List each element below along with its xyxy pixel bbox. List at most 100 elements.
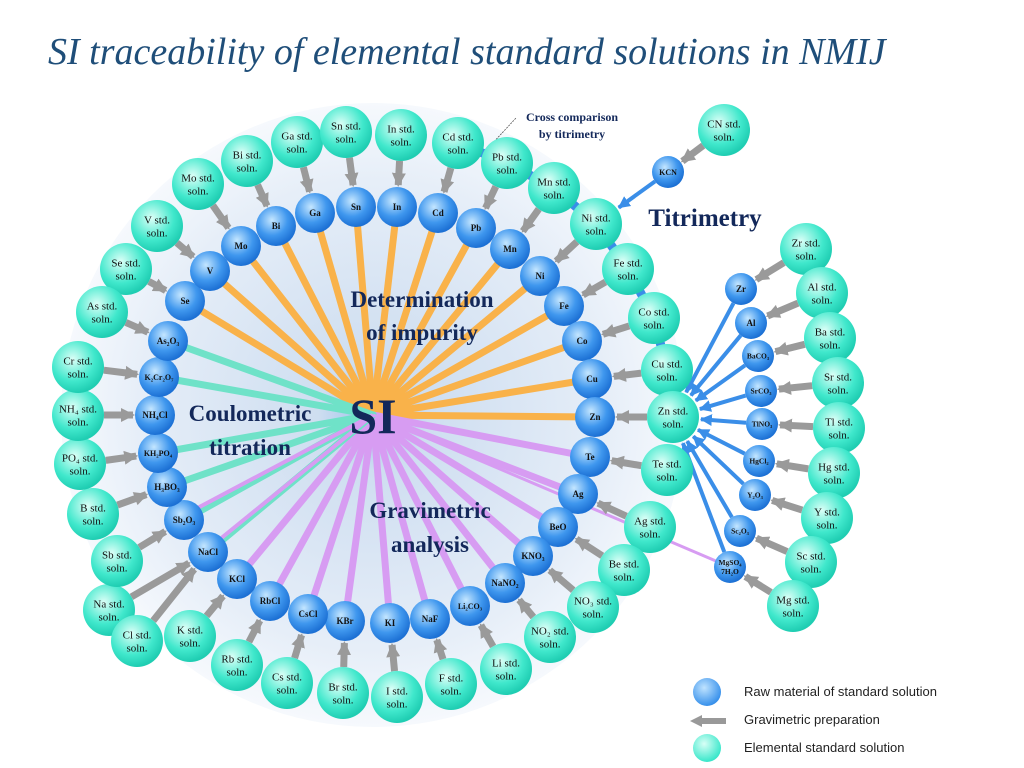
node-label: NO₂ std.	[531, 625, 569, 637]
traceability-link-15	[369, 411, 594, 461]
gravimetric-preparation-arrow	[174, 240, 196, 260]
standard-solution-node: Fe std.soln.	[602, 243, 654, 295]
gravimetric-preparation-arrow	[129, 560, 191, 600]
standard-solution-circle	[52, 341, 104, 393]
node-label: Mg std.	[776, 594, 810, 606]
standard-solution-circle	[221, 135, 273, 187]
traceability-link-0	[181, 297, 377, 419]
raw-material-node: KCN	[652, 156, 684, 188]
standard-solution-node: Ga std.soln.	[271, 116, 323, 168]
traceability-link-23	[341, 411, 377, 625]
node-label: Sb std.	[102, 549, 132, 561]
standard-solution-circle	[796, 267, 848, 319]
node-label: F std.	[439, 672, 464, 684]
traceability-link-18	[369, 411, 537, 560]
node-label: soln.	[816, 519, 837, 531]
raw-material-node: NaCl	[188, 532, 228, 572]
raw-material-circle	[377, 187, 417, 227]
node-label: Cu	[586, 374, 598, 384]
raw-material-circle	[562, 321, 602, 361]
standard-solution-node: Tl std.soln.	[813, 402, 865, 454]
node-label: soln.	[187, 185, 208, 197]
node-label: Li std.	[492, 657, 520, 669]
standard-solution-node: PO₄ std.soln.	[54, 438, 106, 490]
gravimetric-preparation-arrow	[105, 450, 139, 465]
traceability-link-22	[369, 411, 394, 627]
standard-solution-circle	[100, 243, 152, 295]
standard-solution-circle	[91, 535, 143, 587]
node-label: KNO₃	[521, 551, 545, 561]
node-label: soln.	[823, 474, 844, 486]
node-label: soln.	[126, 642, 147, 654]
node-label: Zr	[736, 284, 746, 294]
standard-solution-circle	[261, 657, 313, 709]
gravimetric-preparation-arrow	[774, 458, 809, 473]
node-label: Co std.	[638, 306, 669, 318]
standard-solution-node: Li std.soln.	[480, 643, 532, 695]
node-label: Pb	[471, 223, 482, 233]
node-label: Y₂O₃	[747, 491, 763, 500]
standard-solution-circle	[432, 117, 484, 169]
node-label: KI	[385, 618, 396, 628]
node-label: soln.	[495, 670, 516, 682]
node-label: soln.	[146, 227, 167, 239]
standard-solution-node: Co std.soln.	[628, 292, 680, 344]
node-label: NaF	[422, 614, 439, 624]
raw-material-circle	[164, 500, 204, 540]
traceability-link-13	[369, 375, 596, 419]
raw-material-circle	[735, 307, 767, 339]
node-label: Cd std.	[442, 131, 473, 143]
traceability-link-24	[304, 411, 377, 618]
node-label: Co	[577, 336, 588, 346]
node-label: RbCl	[260, 596, 281, 606]
standard-solution-node: Sr std.soln.	[812, 357, 864, 409]
node-label: soln.	[782, 607, 803, 619]
traceability-link-3	[272, 222, 377, 419]
gravimetric-preparation-arrow	[433, 638, 448, 661]
raw-material-circle	[148, 321, 188, 361]
standard-solution-circle	[598, 544, 650, 596]
standard-solution-circle	[567, 581, 619, 633]
node-label: K₂Cr₂O₇	[145, 373, 175, 382]
raw-material-node: K₂Cr₂O₇	[139, 357, 179, 397]
traceability-link-21	[369, 411, 434, 623]
node-label: Rb std.	[221, 653, 252, 665]
gravimetric-preparation-arrow	[209, 203, 232, 230]
standard-solution-node: Hg std.soln.	[808, 447, 860, 499]
node-label: Al std.	[807, 281, 837, 293]
legend-item-standard-solution: Elemental standard solution	[690, 734, 904, 762]
node-label: soln.	[713, 131, 734, 143]
node-label: Cr std.	[63, 355, 93, 367]
raw-material-circle	[724, 515, 756, 547]
standard-solution-node: Cu std.soln.	[641, 344, 693, 396]
node-label: soln.	[69, 465, 90, 477]
titrimetry-arrow	[699, 414, 747, 427]
gravimetric-preparation-arrow	[777, 418, 814, 433]
raw-material-node: KH₂PO₄	[138, 433, 178, 473]
node-label: Se	[181, 296, 190, 306]
raw-material-node: Cu	[572, 359, 612, 399]
node-label: Ag	[573, 489, 584, 499]
gravimetric-preparation-arrow	[611, 367, 642, 382]
standard-solution-circle	[570, 198, 622, 250]
raw-material-node: Y₂O₃	[739, 479, 771, 511]
section-label-titrimetry: Titrimetry	[648, 205, 762, 232]
node-label: Sn	[351, 202, 361, 212]
standard-solution-node: NH₄ std.soln.	[52, 389, 104, 441]
node-label: Ni	[536, 271, 545, 281]
raw-material-circle	[190, 251, 230, 291]
node-label: 7H₂O	[721, 567, 739, 576]
raw-material-circle	[575, 397, 615, 437]
node-label: Tl std.	[825, 416, 853, 428]
cyan-circle-icon	[693, 734, 721, 762]
standard-solution-node: Cl std.soln.	[111, 615, 163, 667]
node-label: V	[207, 266, 214, 276]
standard-solution-circle	[211, 639, 263, 691]
node-label: soln.	[582, 608, 603, 620]
standard-solution-circle	[131, 200, 183, 252]
node-label: soln.	[662, 418, 683, 430]
traceability-link-7	[369, 209, 442, 419]
traceability-link-11	[369, 302, 568, 419]
